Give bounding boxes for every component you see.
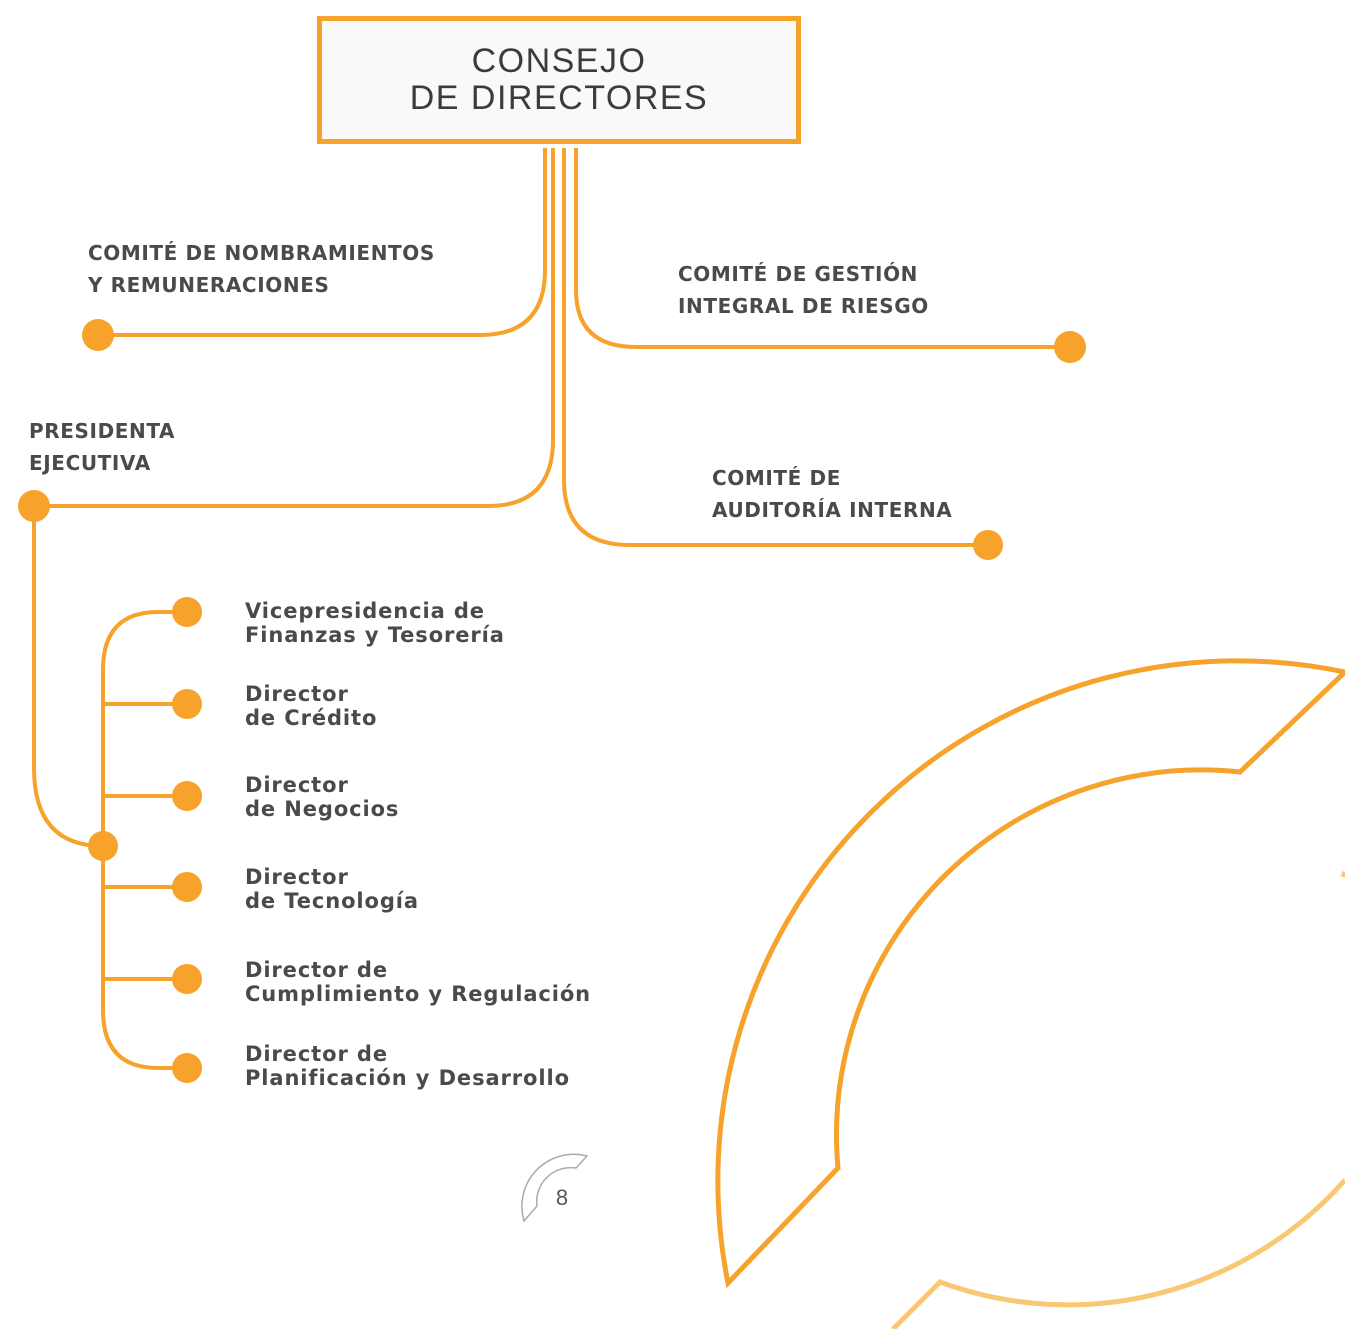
director-negocios-line1: Director xyxy=(245,773,349,797)
president-line1: PRESIDENTA xyxy=(29,419,176,443)
committee-auditoria-label: COMITÉ DE AUDITORÍA INTERNA xyxy=(712,462,952,526)
director-cumplimiento-label: Director de Cumplimiento y Regulación xyxy=(245,958,591,1006)
director-tecnologia-label: Director de Tecnología xyxy=(245,865,419,913)
page-number: 8 xyxy=(555,1185,569,1210)
brand-c-outline-lower xyxy=(891,871,1345,1329)
node-nombramientos xyxy=(82,319,114,351)
node-auditoria xyxy=(973,530,1003,560)
board-title-line2: DE DIRECTORES xyxy=(409,79,709,117)
committee-riesgo-line2: INTEGRAL DE RIESGO xyxy=(678,294,929,318)
director-planificacion-line1: Director de xyxy=(245,1042,388,1066)
board-title-line1: CONSEJO xyxy=(471,42,647,80)
director-finanzas-line1: Vicepresidencia de xyxy=(245,599,485,623)
president-line2: EJECUTIVA xyxy=(29,451,151,475)
node-cumplimiento xyxy=(172,964,202,994)
director-tecnologia-line1: Director xyxy=(245,865,349,889)
director-credito-line1: Director xyxy=(245,682,349,706)
node-presidenta xyxy=(18,490,50,522)
director-negocios-label: Director de Negocios xyxy=(245,773,399,821)
board-box: CONSEJO DE DIRECTORES xyxy=(317,16,801,144)
branch-auditoria xyxy=(562,479,988,547)
director-finanzas-label: Vicepresidencia de Finanzas y Tesorería xyxy=(245,599,505,647)
branch-presidenta xyxy=(34,439,555,508)
node-riesgo xyxy=(1054,331,1086,363)
node-negocios xyxy=(172,781,202,811)
page-emblem xyxy=(521,1153,589,1223)
director-planificacion-label: Director de Planificación y Desarrollo xyxy=(245,1042,570,1090)
president-label: PRESIDENTA EJECUTIVA xyxy=(29,415,175,479)
node-tecnologia xyxy=(172,872,202,902)
director-cumplimiento-line1: Director de xyxy=(245,958,388,982)
director-credito-line2: de Crédito xyxy=(245,706,378,730)
committee-auditoria-line2: AUDITORÍA INTERNA xyxy=(712,498,953,522)
committee-riesgo-label: COMITÉ DE GESTIÓN INTEGRAL DE RIESGO xyxy=(678,258,929,322)
committee-nombramientos-label: COMITÉ DE NOMBRAMIENTOS Y REMUNERACIONES xyxy=(88,237,435,301)
branch-riesgo xyxy=(574,289,1070,349)
director-negocios-line2: de Negocios xyxy=(245,797,400,821)
committee-nombramientos-line2: Y REMUNERACIONES xyxy=(88,273,330,297)
committee-riesgo-line1: COMITÉ DE GESTIÓN xyxy=(678,262,919,286)
brand-c-outline xyxy=(715,658,1345,1289)
director-cumplimiento-line2: Cumplimiento y Regulación xyxy=(245,982,592,1006)
director-credito-label: Director de Crédito xyxy=(245,682,377,730)
committee-auditoria-line1: COMITÉ DE xyxy=(712,466,841,490)
node-hub xyxy=(88,831,118,861)
director-planificacion-line2: Planificación y Desarrollo xyxy=(245,1066,570,1090)
presidenta-to-hub xyxy=(32,506,104,848)
node-credito xyxy=(172,689,202,719)
node-finanzas xyxy=(172,597,202,627)
director-finanzas-line2: Finanzas y Tesorería xyxy=(245,623,505,647)
director-tecnologia-line2: de Tecnología xyxy=(245,889,419,913)
node-planificacion xyxy=(172,1053,202,1083)
committee-nombramientos-line1: COMITÉ DE NOMBRAMIENTOS xyxy=(88,241,435,265)
branch-nombramientos xyxy=(98,269,547,337)
